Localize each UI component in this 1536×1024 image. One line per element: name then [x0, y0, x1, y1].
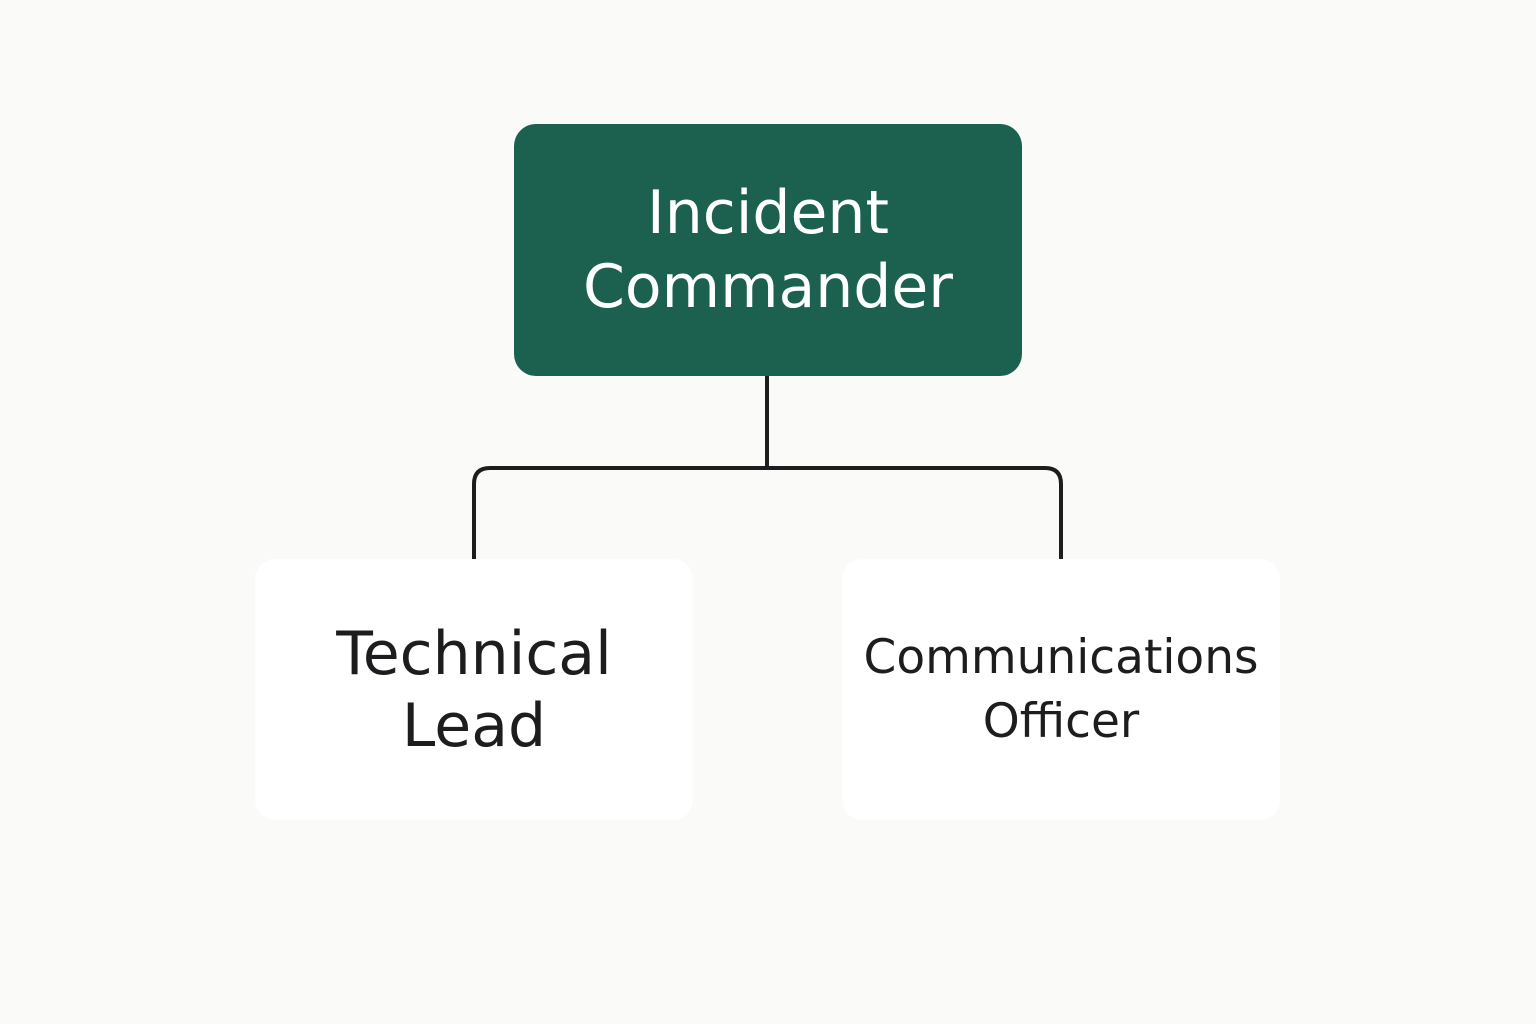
technical-lead-line-2: Lead — [401, 690, 547, 761]
communications-officer-line-2: Officer — [982, 693, 1140, 749]
root-label-line-1: Incident — [647, 178, 889, 248]
communications-officer-line-1: Communications — [863, 629, 1259, 685]
communications-officer-label: Communications Officer — [864, 626, 1259, 754]
connector-branch — [472, 466, 1063, 559]
communications-officer-node: Communications Officer — [842, 559, 1280, 820]
technical-lead-label: Technical Lead — [336, 618, 612, 762]
technical-lead-node: Technical Lead — [255, 559, 693, 820]
incident-commander-node: Incident Commander — [514, 124, 1022, 376]
incident-commander-label: Incident Commander — [583, 176, 953, 324]
root-label-line-2: Commander — [583, 252, 953, 322]
technical-lead-line-1: Technical — [336, 618, 612, 689]
